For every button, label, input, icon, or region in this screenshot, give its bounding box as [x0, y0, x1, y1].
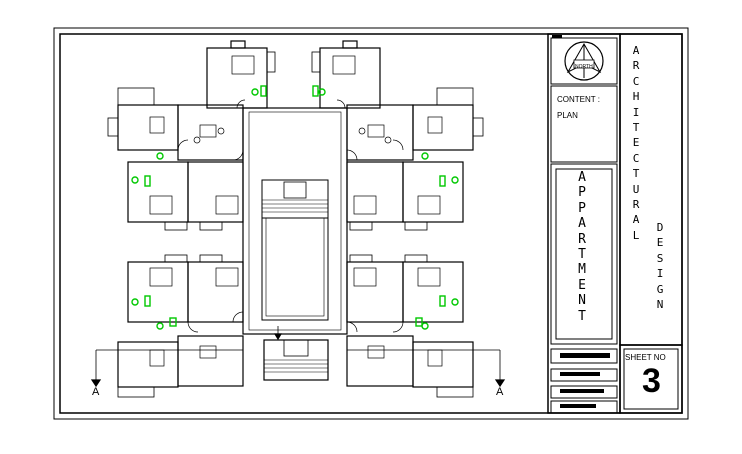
title-letter: C	[632, 74, 640, 88]
title-letter: U	[632, 182, 640, 196]
title-letter: T	[632, 167, 640, 181]
section-marker-right: A	[496, 386, 504, 398]
bathroom-fixtures	[131, 85, 459, 330]
title-letter: P	[578, 200, 586, 216]
title-letter: H	[632, 90, 640, 104]
title-letter: R	[632, 59, 640, 73]
title-letter: I	[656, 267, 664, 281]
title-letter: D	[656, 221, 664, 234]
title-letter: R	[578, 231, 586, 247]
north-arrow-icon	[564, 41, 604, 81]
title-letter: T	[632, 121, 640, 135]
sheet-number: 3	[642, 362, 661, 400]
title-letter: A	[578, 216, 586, 232]
door-swings	[177, 99, 404, 333]
stair-treads	[262, 199, 328, 373]
title-letter: E	[656, 236, 664, 250]
title-letter: P	[578, 185, 586, 201]
title-block	[547, 33, 683, 414]
title-letter: C	[632, 151, 640, 165]
north-label: NORTH	[575, 64, 593, 70]
title-letter: E	[578, 277, 586, 293]
sheet-no-label: SHEET NO	[625, 353, 666, 362]
title-letter: A	[632, 44, 640, 57]
title-letter: N	[656, 298, 664, 312]
revision-bars	[560, 353, 610, 408]
furniture	[149, 55, 443, 367]
plan-label: PLAN	[557, 111, 578, 120]
floor-plan	[90, 40, 506, 398]
outer-border	[53, 27, 689, 420]
title-letter: T	[578, 308, 586, 324]
section-marker-left: A	[92, 386, 100, 398]
title-letter: A	[578, 170, 586, 185]
title-letter: I	[632, 105, 640, 119]
title-letter: M	[578, 262, 586, 278]
title-letter: E	[632, 136, 640, 150]
title-letter: N	[578, 293, 586, 309]
title-letter: L	[632, 228, 640, 242]
title-letter: T	[578, 247, 586, 263]
title-letter: R	[632, 198, 640, 212]
title-letter: S	[656, 251, 664, 265]
content-label: CONTENT :	[557, 95, 600, 104]
title-letter: A	[632, 213, 640, 227]
title-letter: G	[656, 282, 664, 296]
